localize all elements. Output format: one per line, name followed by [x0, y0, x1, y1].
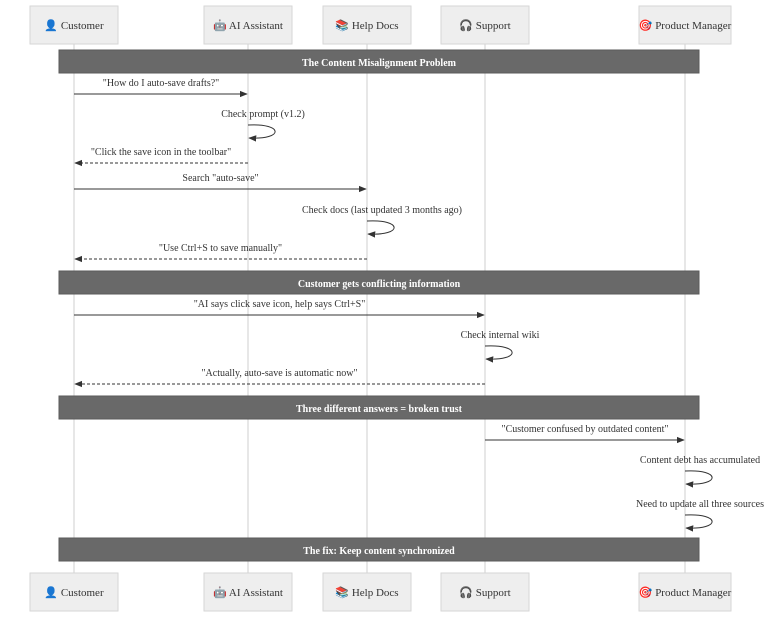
- books-icon: 📚: [335, 19, 351, 32]
- banner-background: [58, 270, 700, 295]
- banner-text: Three different answers = broken trust: [296, 404, 463, 415]
- robot-icon: 🤖: [213, 586, 229, 599]
- actor-box: [440, 572, 530, 612]
- actor-label: 🎯 Product Manager: [639, 586, 732, 599]
- actor-ai-top: 🤖 AI Assistant: [203, 5, 293, 45]
- actor-name: Help Docs: [352, 587, 399, 599]
- person-icon: 👤: [44, 19, 60, 32]
- self-message-label: Content debt has accumulated: [640, 455, 760, 466]
- self-message-arrow: [366, 220, 395, 238]
- actors-top: 👤 Customer 🤖 AI Assistant 📚 Help Docs 🎧 Sup…: [29, 5, 732, 45]
- actor-label: 🤖 AI Assistant: [213, 19, 283, 32]
- actor-label: 👤 Customer: [44, 586, 104, 599]
- actor-label: 🎧 Support: [459, 19, 510, 32]
- actor-label: 👤 Customer: [44, 19, 104, 32]
- actor-box: [29, 5, 119, 45]
- actor-customer-top: 👤 Customer: [29, 5, 119, 45]
- self-message-support: Check internal wiki: [461, 330, 540, 363]
- message-label: "Customer confused by outdated content": [501, 424, 668, 435]
- self-message-pm: Need to update all three sources: [636, 499, 764, 532]
- self-message-label: Check docs (last updated 3 months ago): [302, 205, 462, 216]
- message-customer-to-ai: "How do I auto-save drafts?": [74, 78, 248, 98]
- message-ai-to-customer: "Click the save icon in the toolbar": [74, 147, 248, 167]
- message-docs-to-customer: "Use Ctrl+S to save manually": [74, 243, 367, 263]
- robot-icon: 🤖: [213, 19, 229, 32]
- actor-pm-top: 🎯 Product Manager: [638, 5, 732, 45]
- self-message-arrow: [484, 345, 513, 363]
- message-customer-to-docs: Search "auto-save": [74, 173, 367, 193]
- actor-name: AI Assistant: [229, 20, 283, 32]
- actor-box: [203, 572, 293, 612]
- target-icon: 🎯: [639, 586, 655, 599]
- sequence-steps: The Content Misalignment Problem "How do …: [58, 49, 764, 562]
- actor-label: 🎧 Support: [459, 586, 510, 599]
- actor-box: [203, 5, 293, 45]
- actor-docs-top: 📚 Help Docs: [322, 5, 412, 45]
- headphones-icon: 🎧: [459, 586, 475, 599]
- message-label: "Click the save icon in the toolbar": [91, 147, 231, 158]
- actor-box: [638, 572, 732, 612]
- actor-name: AI Assistant: [229, 587, 283, 599]
- actor-support-bottom: 🎧 Support: [440, 572, 530, 612]
- self-message-arrow: [247, 124, 276, 142]
- actor-box: [322, 572, 412, 612]
- self-message-label: Check prompt (v1.2): [221, 109, 305, 120]
- self-message-pm: Content debt has accumulated: [640, 455, 760, 488]
- message-customer-to-support: "AI says click save icon, help says Ctrl…: [74, 299, 485, 319]
- section-banner: The fix: Keep content synchronized: [58, 537, 700, 562]
- banner-text: Customer gets conflicting information: [298, 279, 461, 290]
- actor-name: Help Docs: [352, 20, 399, 32]
- actor-box: [322, 5, 412, 45]
- actor-name: Product Manager: [655, 587, 731, 599]
- message-label: "Use Ctrl+S to save manually": [159, 243, 282, 254]
- actor-name: Support: [476, 20, 511, 32]
- message-label: "AI says click save icon, help says Ctrl…: [194, 299, 366, 310]
- headphones-icon: 🎧: [459, 19, 475, 32]
- actor-name: Product Manager: [655, 20, 731, 32]
- actor-support-top: 🎧 Support: [440, 5, 530, 45]
- message-support-to-customer: "Actually, auto-save is automatic now": [74, 368, 485, 388]
- actors-bottom: 👤 Customer 🤖 AI Assistant 📚 Help Docs 🎧 Sup…: [29, 572, 732, 612]
- self-message-docs: Check docs (last updated 3 months ago): [302, 205, 462, 238]
- actor-pm-bottom: 🎯 Product Manager: [638, 572, 732, 612]
- message-label: "Actually, auto-save is automatic now": [201, 368, 357, 379]
- actor-ai-bottom: 🤖 AI Assistant: [203, 572, 293, 612]
- target-icon: 🎯: [639, 19, 655, 32]
- actor-name: Support: [476, 587, 511, 599]
- lifelines: [73, 44, 686, 573]
- section-banner: The Content Misalignment Problem: [58, 49, 700, 74]
- actor-name: Customer: [61, 20, 104, 32]
- section-banner: Customer gets conflicting information: [58, 270, 700, 295]
- actor-box: [638, 5, 732, 45]
- banner-text: The fix: Keep content synchronized: [303, 546, 455, 557]
- self-message-label: Need to update all three sources: [636, 499, 764, 510]
- self-message-arrow: [684, 514, 713, 532]
- self-message-arrow: [684, 470, 713, 488]
- actor-docs-bottom: 📚 Help Docs: [322, 572, 412, 612]
- actor-box: [440, 5, 530, 45]
- message-label: Search "auto-save": [182, 173, 258, 184]
- section-banner: Three different answers = broken trust: [58, 395, 700, 420]
- actor-customer-bottom: 👤 Customer: [29, 572, 119, 612]
- books-icon: 📚: [335, 586, 351, 599]
- actor-name: Customer: [61, 587, 104, 599]
- actor-label: 📚 Help Docs: [335, 19, 398, 32]
- banner-text: The Content Misalignment Problem: [302, 58, 457, 69]
- banner-background: [58, 537, 700, 562]
- actor-label: 🎯 Product Manager: [639, 19, 732, 32]
- self-message-label: Check internal wiki: [461, 330, 540, 341]
- actor-box: [29, 572, 119, 612]
- actor-label: 🤖 AI Assistant: [213, 586, 283, 599]
- message-label: "How do I auto-save drafts?": [103, 78, 219, 89]
- actor-label: 📚 Help Docs: [335, 586, 398, 599]
- person-icon: 👤: [44, 586, 60, 599]
- message-support-to-pm: "Customer confused by outdated content": [485, 424, 685, 444]
- banner-background: [58, 395, 700, 420]
- banner-background: [58, 49, 700, 74]
- self-message-ai: Check prompt (v1.2): [221, 109, 305, 142]
